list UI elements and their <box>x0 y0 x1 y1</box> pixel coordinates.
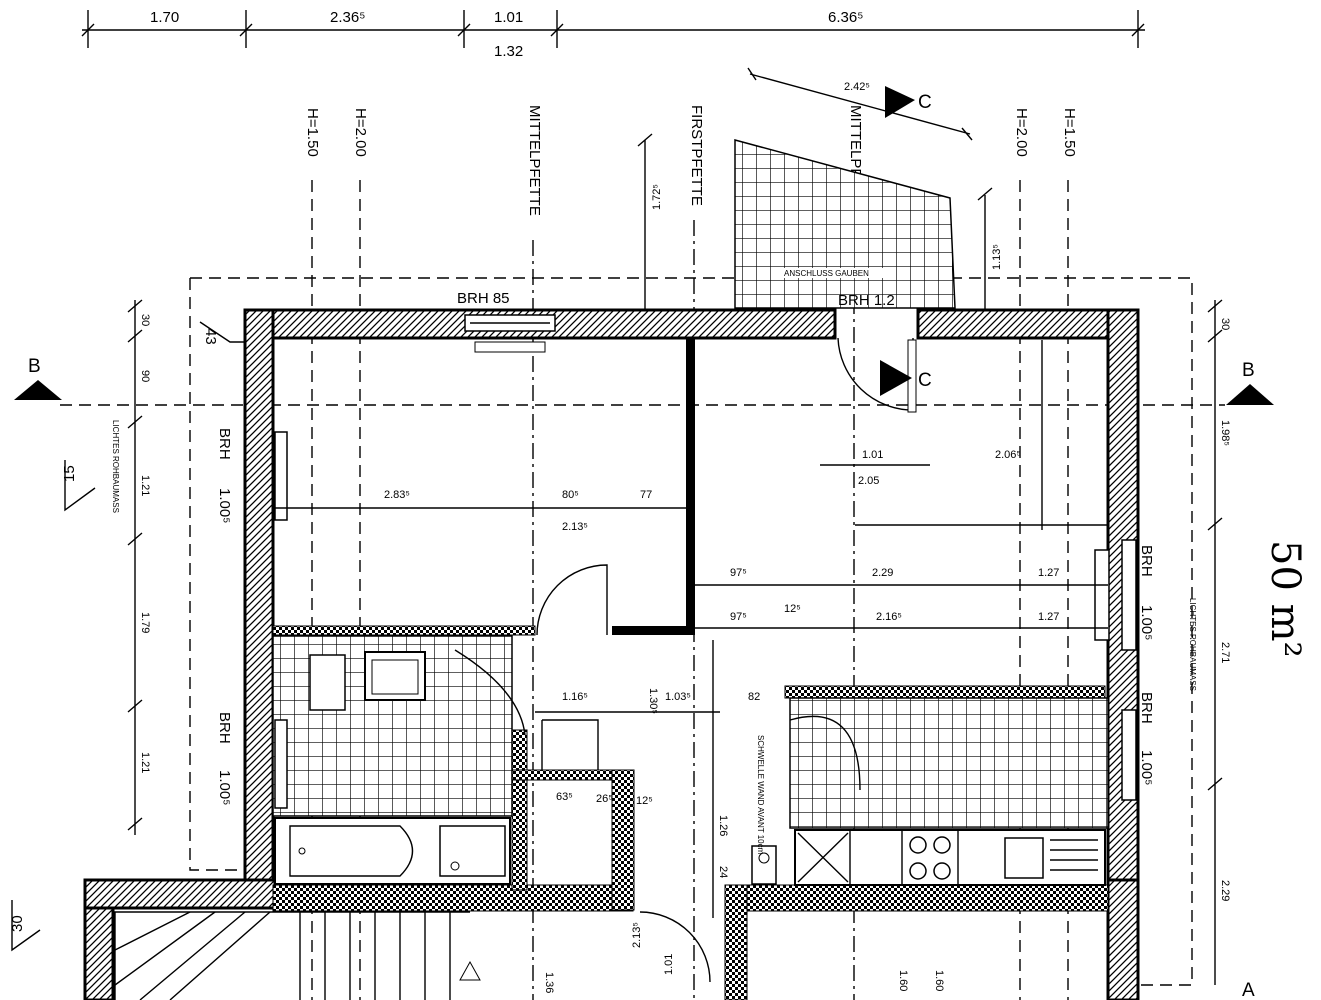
dim-101b: 1.01 <box>663 954 675 975</box>
dim-136: 1.36 <box>543 972 555 993</box>
dim-left-30: 30 <box>139 314 151 326</box>
dim-left-note: LICHTES ROHBAUMASS <box>111 420 120 513</box>
slope-marks <box>11 321 245 952</box>
dim-12: 12⁵ <box>784 603 801 615</box>
dim-63: 63⁵ <box>556 791 573 803</box>
slope-43: 43 <box>202 328 219 345</box>
roof-label-h150-right: H=1.50 <box>1061 108 1078 157</box>
dim-116: 1.16⁵ <box>562 691 588 703</box>
dim-216: 2.16⁵ <box>876 611 902 623</box>
brh-top-label: BRH 85 <box>457 290 510 307</box>
section-arrow-c-top <box>885 86 915 118</box>
dim-103: 1.03⁵ <box>665 691 691 703</box>
dim-right-229: 2.29 <box>1219 880 1231 901</box>
dim-left-121a: 1.21 <box>139 475 151 496</box>
area-note: 50 m² <box>1262 540 1308 658</box>
dim-top-3: 1.01 <box>494 9 523 26</box>
section-arrow-c-mid <box>880 360 912 396</box>
dim-206: 2.06⁵ <box>995 449 1021 461</box>
dim-top-3-sub: 1.32 <box>494 43 523 60</box>
section-arrow-b-left <box>14 380 62 400</box>
dim-213: 2.13⁵ <box>562 521 588 533</box>
dim-127b: 1.27 <box>1038 611 1059 623</box>
dim-top-4: 6.36⁵ <box>828 9 863 26</box>
dim-dormer-242: 2.42⁵ <box>844 81 870 93</box>
washbasin <box>309 651 426 711</box>
section-arrow-b-right <box>1226 384 1274 405</box>
roof-label-h200-left: H=2.00 <box>352 108 369 157</box>
dim-right-30: 30 <box>1219 318 1231 330</box>
dim-77: 77 <box>640 489 652 501</box>
doors <box>454 337 917 983</box>
kitchen-counter <box>751 829 1106 886</box>
dim-127a: 1.27 <box>1038 567 1059 579</box>
roof-label-h200-right: H=2.00 <box>1013 108 1030 157</box>
windows <box>274 314 1137 809</box>
dim-160a: 1.60 <box>897 970 909 991</box>
dim-126: 1.26 <box>717 815 729 836</box>
dim-213b: 2.13⁵ <box>631 922 643 948</box>
dim-113: 1.13⁵ <box>991 244 1003 270</box>
brh-right-value: 1.00⁵ <box>1138 605 1155 640</box>
dim-82: 82 <box>748 691 760 703</box>
brh-left2-value: 1.00⁵ <box>216 770 233 805</box>
dim-130: 1.30⁵ <box>647 688 659 714</box>
brh-left-value: 1.00⁵ <box>216 488 233 523</box>
section-label-c-mid: C <box>918 370 932 391</box>
dim-229: 2.29 <box>872 567 893 579</box>
section-markers <box>14 360 1274 405</box>
dim-right-271: 2.71 <box>1219 642 1231 663</box>
section-label-b-left: B <box>28 356 41 377</box>
slope-15: 15 <box>61 465 78 482</box>
dim-left-121b: 1.21 <box>139 752 151 773</box>
dim-97b: 97⁵ <box>730 611 747 623</box>
top-dimension-chain: 1.70 2.36⁵ 1.01 1.32 6.36⁵ <box>81 9 1145 60</box>
dim-left-90: 90 <box>139 370 151 382</box>
interior-walls <box>272 338 1109 1000</box>
right-dimension-chain <box>1207 299 1223 985</box>
section-label-c-top: C <box>918 92 932 113</box>
roof-label-mittelpfette: MITTELPFETTE <box>526 105 543 216</box>
dim-101: 1.01 <box>862 449 883 461</box>
dim-left-179: 1.79 <box>139 612 151 633</box>
section-label-b-right: B <box>1242 360 1255 381</box>
dim-283: 2.83⁵ <box>384 489 410 501</box>
brh-top-right-label: BRH 1.2 <box>838 292 895 309</box>
dim-right-198: 1.98⁵ <box>1219 420 1231 446</box>
roof-label-firstpfette: FIRSTPFETTE <box>688 105 705 206</box>
brh-right-label: BRH <box>1138 545 1155 577</box>
dormer-note: ANSCHLUSS GAUBEN <box>784 269 869 278</box>
section-label-a-bottom: A <box>1242 980 1255 1000</box>
dim-26: 26⁵ <box>596 793 613 805</box>
slope-30: 30 <box>9 915 26 932</box>
bathtub <box>274 817 511 885</box>
brh-right2-label: BRH <box>1138 692 1155 724</box>
bath-note: SCHWELLE WAND AVANT 10cm <box>756 735 765 855</box>
roof-line-labels: H=1.50 H=2.00 MITTELPFETTE FIRSTPFETTE M… <box>304 105 1078 216</box>
dim-12b: 12⁵ <box>636 795 653 807</box>
brh-right2-value: 1.00⁵ <box>1138 750 1155 785</box>
dim-205: 2.05 <box>858 475 879 487</box>
dim-160b: 1.60 <box>933 970 945 991</box>
left-dimension-chain <box>127 299 143 835</box>
dim-top-2: 2.36⁵ <box>330 9 365 26</box>
dim-top-1: 1.70 <box>150 9 179 26</box>
dim-172: 1.72⁵ <box>651 184 663 210</box>
brh-left2-label: BRH <box>216 712 233 744</box>
inner-dimension-lines <box>273 340 1108 918</box>
dim-97a: 97⁵ <box>730 567 747 579</box>
dim-80: 80⁵ <box>562 489 579 501</box>
dormer: ANSCHLUSS GAUBEN 2.42⁵ C 1.72⁵ 1.13⁵ <box>637 67 1003 312</box>
dim-right-note: LICHTES ROHBAUMASS <box>1188 598 1197 691</box>
brh-left-label: BRH <box>216 428 233 460</box>
roof-label-h150-left: H=1.50 <box>304 108 321 157</box>
staircase <box>114 911 481 1000</box>
dim-24: 24 <box>717 866 729 878</box>
